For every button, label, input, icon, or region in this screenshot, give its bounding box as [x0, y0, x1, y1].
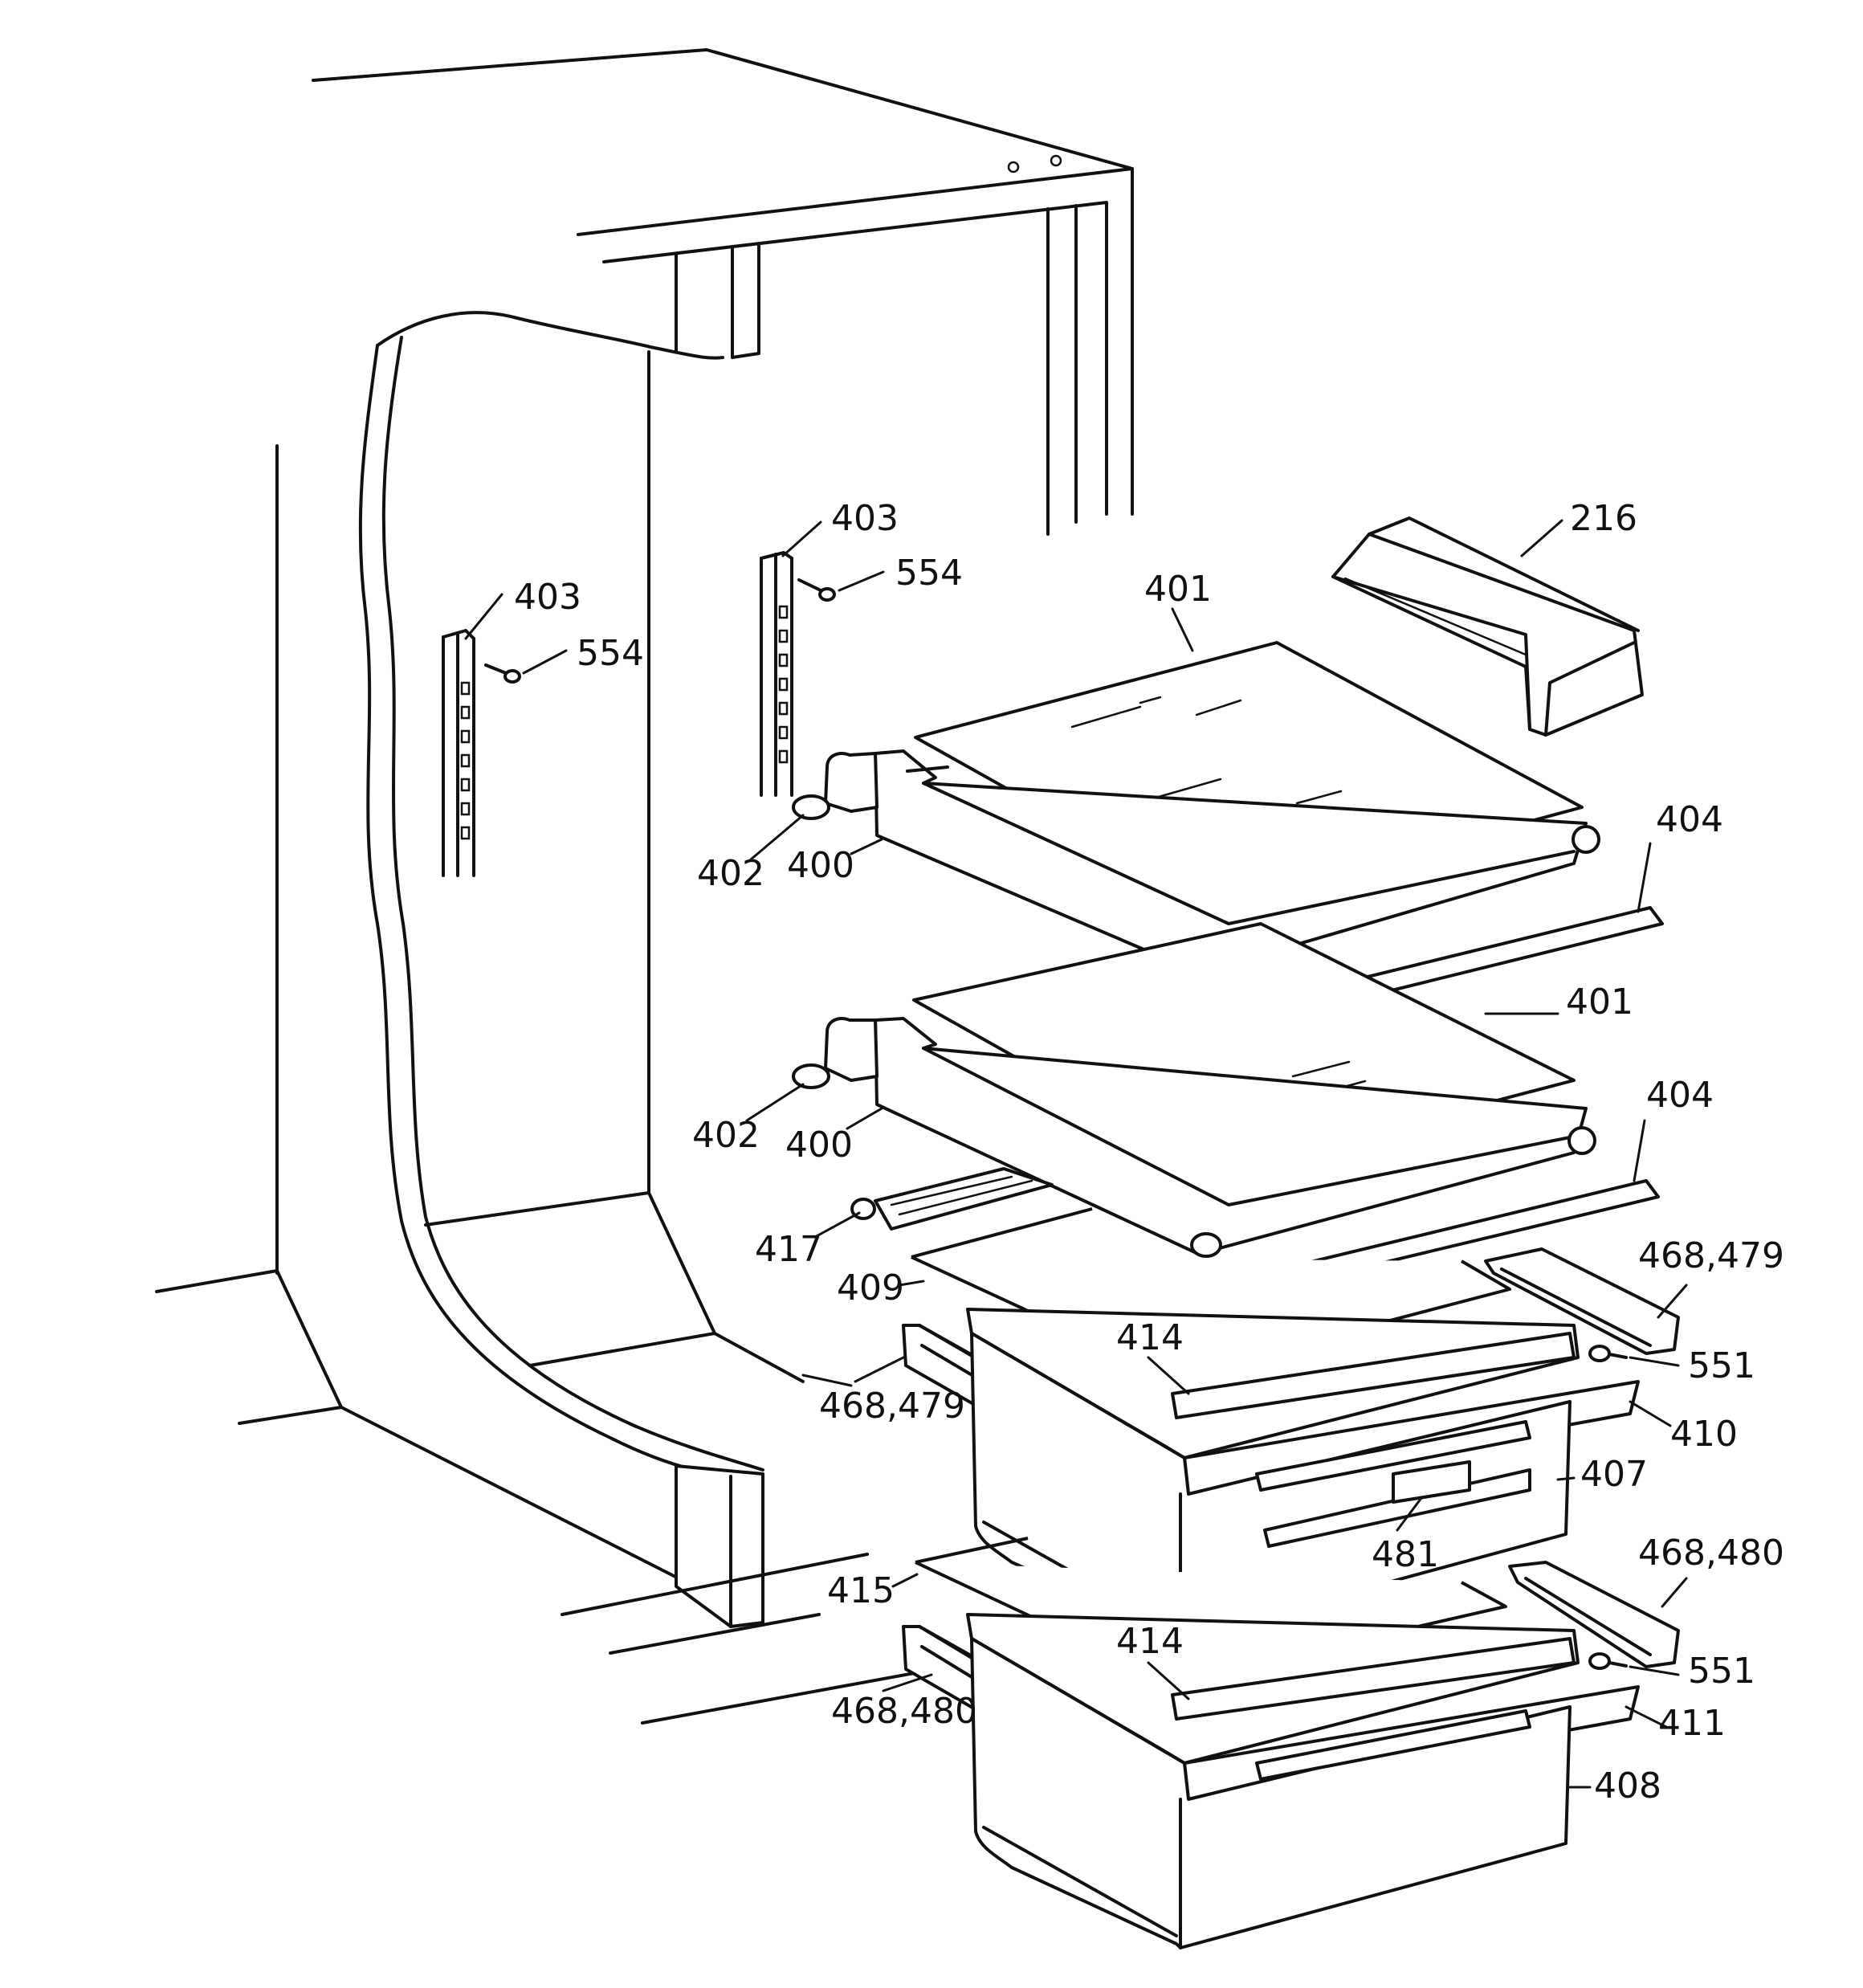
callout-414-upper: 414: [1116, 1317, 1190, 1395]
rail-417: [850, 1167, 1054, 1231]
svg-text:402: 402: [697, 853, 764, 894]
callout-551-upper: 551: [1629, 1345, 1755, 1386]
svg-text:216: 216: [1570, 498, 1637, 539]
callout-401-upper: 401: [1144, 569, 1212, 652]
svg-text:468,480: 468,480: [831, 1691, 977, 1732]
svg-text:404: 404: [1646, 1075, 1714, 1116]
drawer-slide-468-480-right: [1508, 1561, 1680, 1668]
callout-400-upper: 400: [787, 838, 883, 886]
drawer-handle-481: [1255, 1420, 1531, 1548]
callout-400-lower: 400: [785, 1107, 883, 1165]
callout-216: 216: [1520, 498, 1637, 557]
svg-text:468,479: 468,479: [1638, 1235, 1784, 1276]
callout-408: 408: [1568, 1766, 1661, 1806]
callout-404-lower: 404: [1633, 1075, 1714, 1182]
screw-551-lower: [1588, 1652, 1628, 1670]
svg-text:415: 415: [827, 1570, 895, 1611]
svg-text:408: 408: [1594, 1766, 1661, 1806]
callout-415: 415: [827, 1570, 919, 1611]
screw-551-upper: [1588, 1345, 1628, 1362]
svg-text:404: 404: [1656, 799, 1723, 840]
shelf-support-402-lower: [792, 1017, 879, 1089]
callout-414-lower: 414: [1116, 1621, 1190, 1700]
shelf-ladder-left: [442, 629, 475, 877]
callouts: 403 554 403 554 216 401 404 402: [464, 498, 1784, 1806]
crisper-drawer-408: [970, 1637, 1572, 1949]
callout-468-480-right: 468,480: [1638, 1533, 1784, 1608]
callout-411: 411: [1625, 1703, 1726, 1744]
callout-407: 407: [1556, 1454, 1648, 1495]
svg-text:554: 554: [895, 553, 963, 594]
screw-554-left: [484, 663, 521, 684]
bin-216: [1331, 516, 1644, 737]
svg-text:400: 400: [785, 1125, 853, 1165]
callout-468-479-right: 468,479: [1638, 1235, 1784, 1319]
callout-551-lower: 551: [1629, 1651, 1755, 1692]
callout-403-right: 403: [781, 498, 899, 557]
callout-554-right: 554: [838, 553, 963, 594]
svg-text:401: 401: [1566, 982, 1633, 1023]
svg-text:407: 407: [1580, 1454, 1648, 1495]
svg-text:468,480: 468,480: [1638, 1533, 1784, 1574]
callout-410: 410: [1629, 1400, 1738, 1455]
callout-554-left: 554: [522, 633, 644, 675]
callout-401-lower: 401: [1484, 982, 1633, 1023]
svg-text:411: 411: [1658, 1703, 1726, 1744]
callout-403-left: 403: [464, 577, 581, 640]
svg-text:481: 481: [1372, 1534, 1439, 1575]
svg-text:410: 410: [1670, 1414, 1738, 1455]
shelf-ladder-right: [760, 551, 793, 797]
svg-text:403: 403: [514, 577, 581, 618]
callout-409: 409: [837, 1268, 925, 1308]
svg-text:402: 402: [692, 1115, 760, 1156]
svg-text:414: 414: [1116, 1317, 1184, 1358]
svg-text:414: 414: [1116, 1621, 1184, 1662]
callout-468-480-left: 468,480: [831, 1673, 977, 1732]
callout-417: 417: [755, 1211, 861, 1270]
svg-text:409: 409: [837, 1268, 904, 1308]
svg-text:401: 401: [1144, 569, 1212, 610]
svg-text:551: 551: [1688, 1651, 1755, 1692]
refrigerator-cabinet: [155, 48, 1134, 1725]
svg-text:400: 400: [787, 845, 854, 886]
svg-text:551: 551: [1688, 1345, 1755, 1386]
callout-481: 481: [1372, 1496, 1439, 1575]
drawer-slide-468-479-right: [1484, 1247, 1680, 1355]
shelf-support-402-upper: [792, 752, 879, 820]
svg-text:403: 403: [831, 498, 899, 539]
callout-402-lower: 402: [692, 1083, 805, 1156]
svg-text:468,479: 468,479: [819, 1386, 965, 1427]
callout-468-479-left: 468,479: [801, 1356, 965, 1427]
callout-404-upper: 404: [1637, 799, 1723, 913]
svg-text:554: 554: [577, 633, 644, 674]
screw-554-right: [797, 578, 836, 602]
shelf-frame-400-upper: [874, 749, 1600, 977]
svg-text:417: 417: [755, 1229, 822, 1270]
callout-402-upper: 402: [697, 814, 805, 894]
